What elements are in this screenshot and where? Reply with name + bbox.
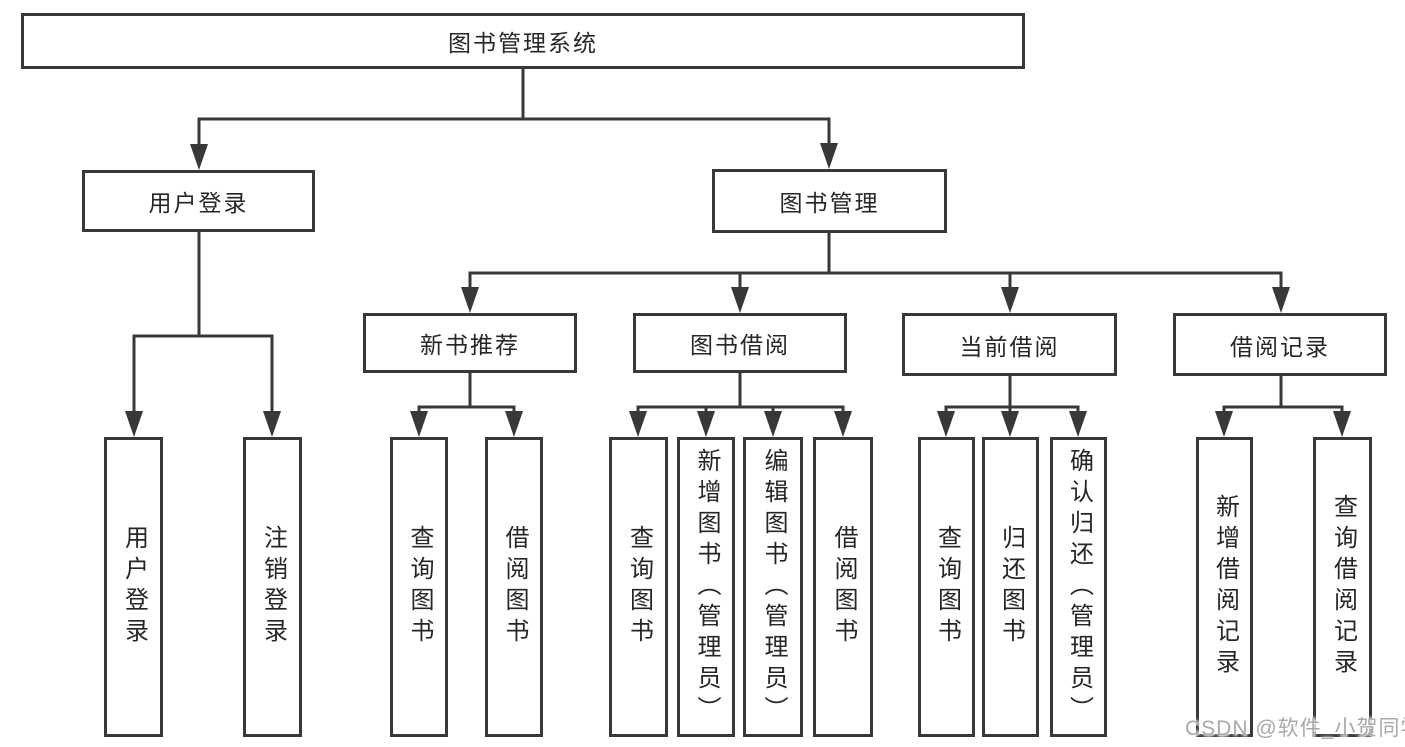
arrowhead-icon bbox=[697, 411, 715, 437]
arrowhead-icon bbox=[263, 411, 281, 437]
node-current-borrow-label: 当前借阅 bbox=[959, 333, 1060, 360]
leaf-bb-borrow-book-label: 借阅图书 bbox=[830, 525, 857, 649]
leaf-bb-add-book-admin: 新增图书（管理员） bbox=[677, 437, 735, 737]
node-user-login: 用户登录 bbox=[82, 170, 315, 232]
arrowhead-icon bbox=[1333, 411, 1351, 437]
leaf-br-query-record-label: 查询借阅记录 bbox=[1329, 494, 1357, 680]
leaf-bb-add-book-admin-label: 新增图书（管理员） bbox=[693, 447, 720, 727]
leaf-nb-borrow-book: 借阅图书 bbox=[485, 437, 543, 737]
leaf-bb-query-book-label: 查询图书 bbox=[625, 525, 653, 649]
leaf-user-login: 用户登录 bbox=[104, 437, 163, 737]
arrowhead-icon bbox=[764, 411, 782, 437]
arrowhead-icon bbox=[1215, 411, 1233, 437]
leaf-br-query-record: 查询借阅记录 bbox=[1313, 437, 1372, 737]
node-book-borrow: 图书借阅 bbox=[633, 313, 847, 373]
leaf-logout-label: 注销登录 bbox=[259, 525, 287, 649]
leaf-bb-borrow-book: 借阅图书 bbox=[813, 437, 873, 737]
connector-trunk bbox=[132, 67, 1344, 409]
arrowhead-icon bbox=[937, 411, 955, 437]
arrowhead-icon bbox=[1272, 287, 1290, 313]
leaf-logout: 注销登录 bbox=[243, 437, 302, 737]
arrowhead-icon bbox=[820, 143, 838, 169]
leaf-cb-confirm-return-admin-label: 确认归还（管理员） bbox=[1065, 447, 1093, 727]
leaf-bb-query-book: 查询图书 bbox=[609, 437, 668, 737]
leaf-br-add-record: 新增借阅记录 bbox=[1196, 437, 1253, 737]
arrowhead-icon bbox=[834, 411, 852, 437]
node-book-management-label: 图书管理 bbox=[779, 190, 880, 216]
arrowhead-icon bbox=[629, 411, 647, 437]
arrowhead-icon bbox=[461, 287, 479, 313]
node-new-book-recommend: 新书推荐 bbox=[363, 313, 577, 373]
arrowhead-icon bbox=[1069, 411, 1087, 437]
node-book-borrow-label: 图书借阅 bbox=[690, 332, 790, 358]
arrowhead-icon bbox=[125, 411, 143, 437]
arrowhead-icon bbox=[1001, 411, 1019, 437]
leaf-bb-edit-book-admin: 编辑图书（管理员） bbox=[743, 437, 803, 737]
leaf-cb-query-book-label: 查询图书 bbox=[933, 525, 961, 649]
leaf-br-add-record-label: 新增借阅记录 bbox=[1211, 494, 1239, 680]
leaf-user-login-label: 用户登录 bbox=[120, 525, 148, 649]
arrowhead-icon bbox=[410, 411, 428, 437]
node-root: 图书管理系统 bbox=[21, 13, 1025, 69]
node-new-book-recommend-label: 新书推荐 bbox=[420, 332, 520, 358]
node-borrow-record: 借阅记录 bbox=[1173, 313, 1387, 376]
leaf-nb-borrow-book-label: 借阅图书 bbox=[501, 525, 528, 649]
leaf-cb-return-book: 归还图书 bbox=[982, 437, 1039, 737]
leaf-cb-query-book: 查询图书 bbox=[918, 437, 975, 737]
node-borrow-record-label: 借阅记录 bbox=[1230, 333, 1330, 360]
arrowhead-icon bbox=[505, 411, 523, 437]
leaf-cb-confirm-return-admin: 确认归还（管理员） bbox=[1050, 437, 1107, 737]
csdn-watermark: CSDN @软件_小贺同学 bbox=[1185, 717, 1405, 740]
node-user-login-label: 用户登录 bbox=[148, 190, 249, 216]
node-current-borrow: 当前借阅 bbox=[902, 313, 1117, 376]
node-root-label: 图书管理系统 bbox=[448, 30, 598, 56]
arrowhead-icon bbox=[190, 144, 208, 170]
arrowhead-icon bbox=[731, 287, 749, 313]
leaf-nb-query-book-label: 查询图书 bbox=[406, 525, 433, 649]
node-book-management: 图书管理 bbox=[712, 169, 947, 233]
leaf-cb-return-book-label: 归还图书 bbox=[997, 525, 1025, 649]
arrowhead-icon bbox=[1001, 287, 1019, 313]
leaf-bb-edit-book-admin-label: 编辑图书（管理员） bbox=[760, 447, 787, 727]
leaf-nb-query-book: 查询图书 bbox=[390, 437, 448, 737]
